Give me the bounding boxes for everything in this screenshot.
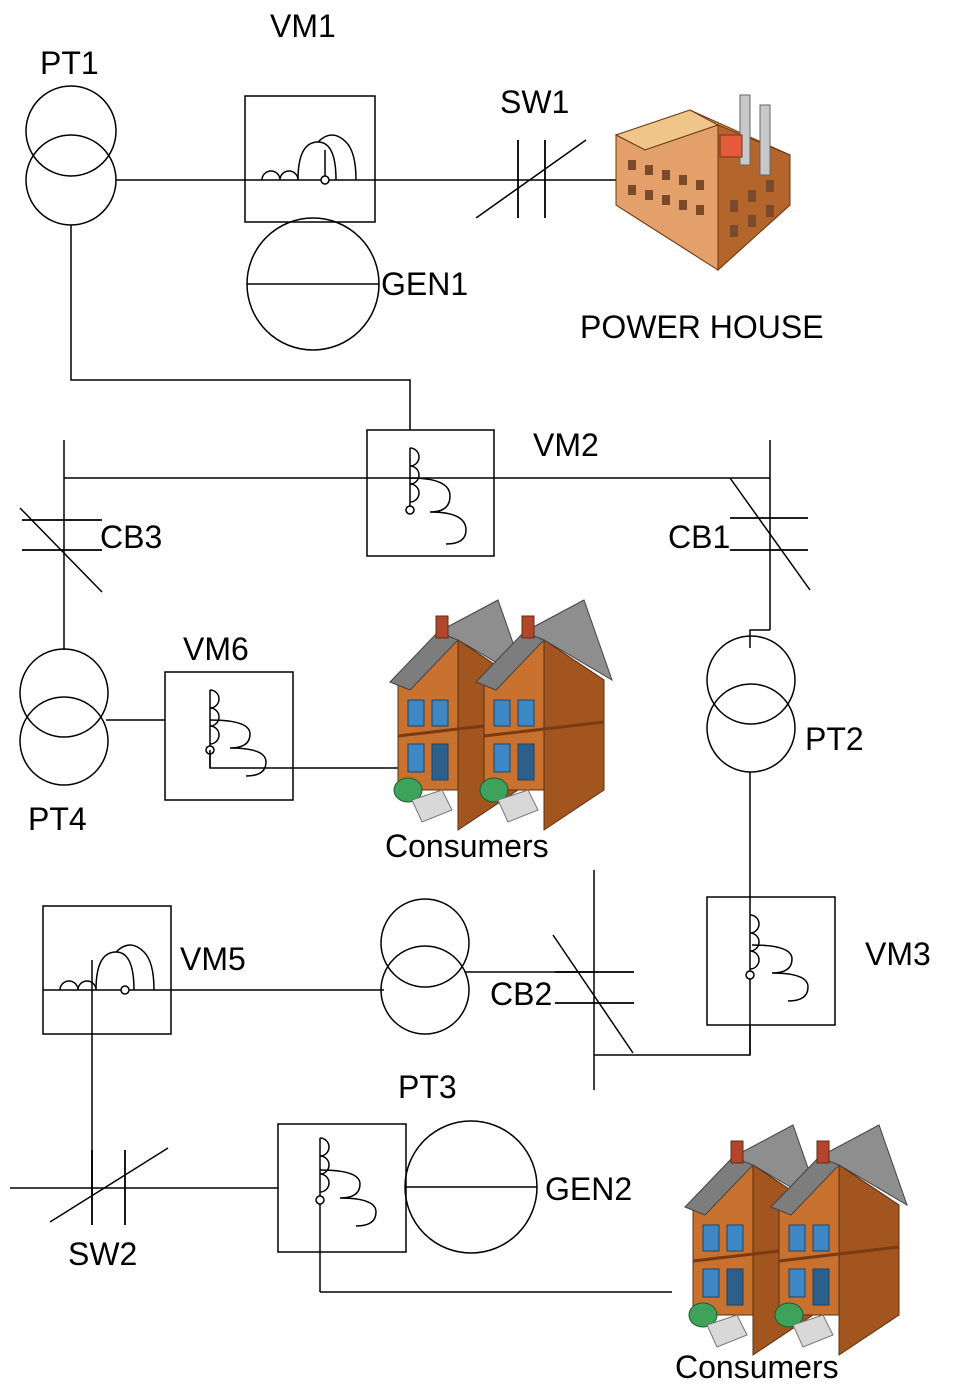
vm4-meter: [277, 1123, 407, 1292]
gen2-label: GEN2: [545, 1171, 632, 1207]
cb1-label: CB1: [668, 519, 730, 555]
pt1-to-vm2-line: [70, 225, 411, 490]
cb1-breaker: [729, 477, 811, 591]
cb3-breaker: [19, 507, 103, 593]
vm3-to-cb2-line: [594, 1025, 751, 1056]
pt4-label: PT4: [28, 801, 87, 837]
vm1-label: VM1: [270, 8, 336, 44]
power-house-label: POWER HOUSE: [580, 309, 824, 345]
consumers-top-label: Consumers: [385, 828, 549, 864]
gen1-generator: [246, 217, 380, 351]
vm6-meter: [164, 671, 294, 801]
cb1-to-pt2-line: [749, 629, 770, 648]
vm2-label: VM2: [533, 427, 599, 463]
pt3-transformer: [380, 898, 470, 1035]
consumers-bottom-icon: [683, 1123, 909, 1357]
cb2-label: CB2: [490, 976, 552, 1012]
vm6-label: VM6: [183, 631, 249, 667]
gen1-label: GEN1: [381, 266, 468, 302]
pt1-transformer: [25, 85, 117, 226]
vm5-label: VM5: [180, 941, 246, 977]
gen2-generator: [404, 1120, 538, 1254]
cb3-label: CB3: [100, 519, 162, 555]
vm2-meter: [366, 429, 495, 557]
pt1-label: PT1: [40, 45, 99, 81]
cb2-breaker: [552, 870, 634, 1090]
vm3-label: VM3: [865, 936, 931, 972]
pt3-label: PT3: [398, 1069, 457, 1105]
power-house-icon: [614, 94, 791, 272]
pt2-label: PT2: [805, 721, 864, 757]
consumers-top-icon: [388, 598, 614, 832]
sw2-switch: [49, 1147, 169, 1225]
pt4-transformer: [19, 648, 109, 786]
sw1-switch: [475, 139, 587, 219]
sw1-label: SW1: [500, 84, 569, 120]
pt2-transformer: [706, 635, 796, 773]
consumers-bottom-label: Consumers: [675, 1349, 839, 1385]
vm3-meter: [706, 896, 836, 1026]
sw2-label: SW2: [68, 1236, 137, 1272]
vm5-meter: [42, 905, 172, 1200]
vm1-meter: [244, 95, 376, 223]
